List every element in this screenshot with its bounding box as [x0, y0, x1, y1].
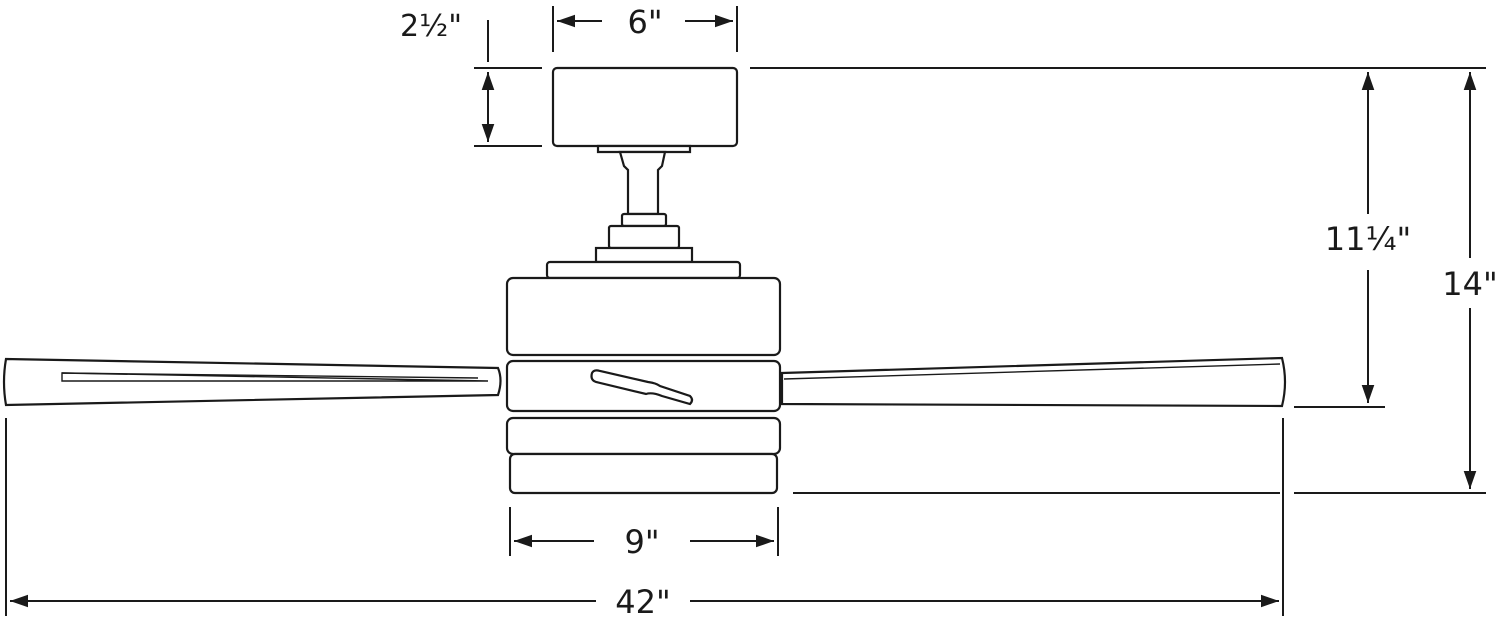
- dim-blade-span: 42": [5, 418, 1284, 621]
- right-blade: [780, 356, 1287, 408]
- motor-cap-ring: [594, 246, 694, 264]
- light-kit-upper: [505, 416, 782, 456]
- overall-height-label: 14": [1442, 265, 1497, 303]
- canopy-height-label: 2½": [400, 9, 462, 44]
- downrod-collar: [596, 144, 692, 154]
- fan-illustration: [2, 66, 1287, 495]
- canopy: [551, 66, 739, 148]
- canopy-width-label: 6": [627, 3, 662, 41]
- body-height-label: 11¼": [1325, 220, 1411, 258]
- motor-top-plate: [545, 260, 742, 280]
- dim-housing-width: 9": [509, 507, 779, 561]
- downrod-coupler: [620, 212, 668, 228]
- left-blade: [2, 357, 502, 407]
- blade-span-label: 42": [615, 583, 670, 621]
- motor-cap: [607, 224, 681, 250]
- dim-body-height: 11¼": [1294, 72, 1411, 408]
- downrod: [618, 150, 667, 216]
- dim-canopy-width: 6": [552, 3, 738, 52]
- blade-iron: [590, 369, 694, 406]
- motor-housing-upper: [505, 276, 782, 357]
- housing-width-label: 9": [624, 523, 659, 561]
- dim-overall-height: 14": [793, 72, 1498, 494]
- light-kit-lens: [508, 452, 779, 495]
- dim-canopy-height: 2½": [400, 9, 542, 147]
